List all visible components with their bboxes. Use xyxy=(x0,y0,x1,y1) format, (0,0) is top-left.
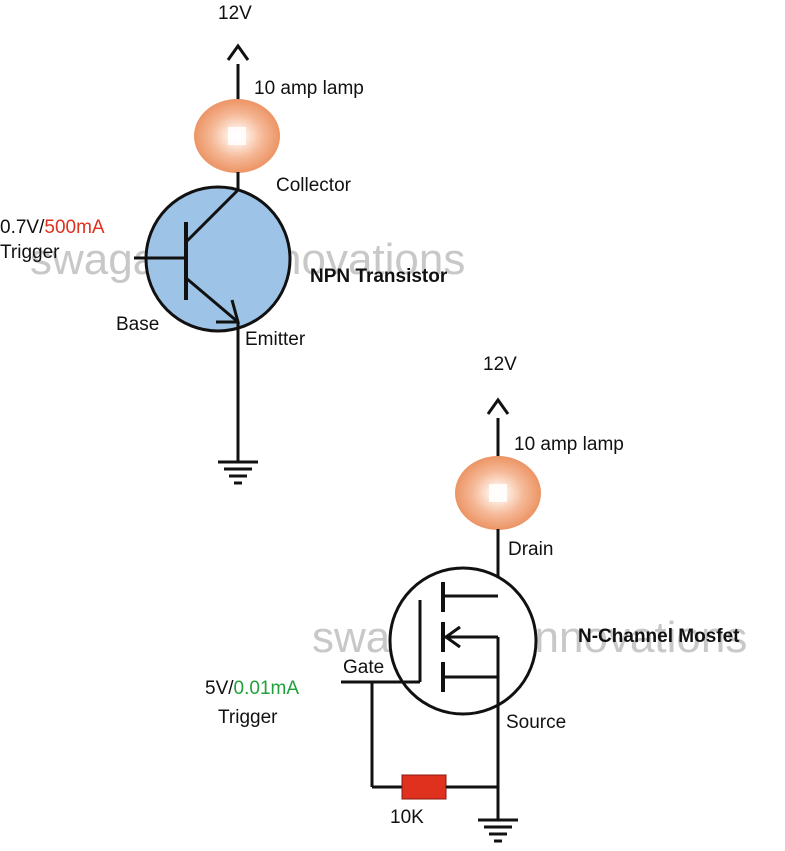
resistor-label: 10K xyxy=(390,807,424,828)
mosfet-source-label: Source xyxy=(506,712,566,733)
npn-collector-label: Collector xyxy=(276,175,352,196)
mosfet-circuit: 12V 10 amp lamp Drain N-Channel Mosfet G… xyxy=(205,354,740,843)
mosfet-body xyxy=(388,566,538,716)
npn-collector-lead xyxy=(184,188,240,244)
npn-trigger-current: 500mA xyxy=(44,217,105,238)
mosfet-title: N-Channel Mosfet xyxy=(578,626,740,647)
npn-trigger-values: 0.7V/500mA xyxy=(0,217,105,238)
npn-trigger-label: Trigger xyxy=(0,242,60,263)
mosfet-lamp-core xyxy=(489,484,507,502)
npn-ground-icon xyxy=(218,460,258,485)
npn-supply-arrow-icon xyxy=(226,43,250,108)
npn-base-label: Base xyxy=(116,314,159,335)
mosfet-ground-icon xyxy=(478,818,518,843)
mosfet-trigger-current: 0.01mA xyxy=(234,678,300,699)
mosfet-gate-label: Gate xyxy=(343,657,384,678)
npn-emitter-label: Emitter xyxy=(245,329,306,350)
resistor-icon xyxy=(401,774,447,800)
mosfet-drain-label: Drain xyxy=(508,539,553,560)
mosfet-supply-arrow-icon xyxy=(486,397,510,460)
npn-lamp-label: 10 amp lamp xyxy=(254,78,364,99)
npn-circuit: 12V 10 amp lamp Collector 0.7V/500mA Tri… xyxy=(0,3,448,485)
mosfet-trigger-label: Trigger xyxy=(218,707,278,728)
npn-lamp-core xyxy=(228,127,246,145)
mosfet-supply-label: 12V xyxy=(483,354,517,375)
npn-title: NPN Transistor xyxy=(310,266,448,287)
mosfet-trigger-values: 5V/0.01mA xyxy=(205,678,299,699)
npn-trigger-voltage: 0.7V/ xyxy=(0,217,45,238)
npn-supply-label: 12V xyxy=(218,3,252,24)
mosfet-lamp-label: 10 amp lamp xyxy=(514,434,624,455)
mosfet-body-arrow-icon xyxy=(443,625,461,649)
mosfet-trigger-voltage: 5V/ xyxy=(205,678,234,699)
npn-emitter-lead xyxy=(185,276,239,324)
